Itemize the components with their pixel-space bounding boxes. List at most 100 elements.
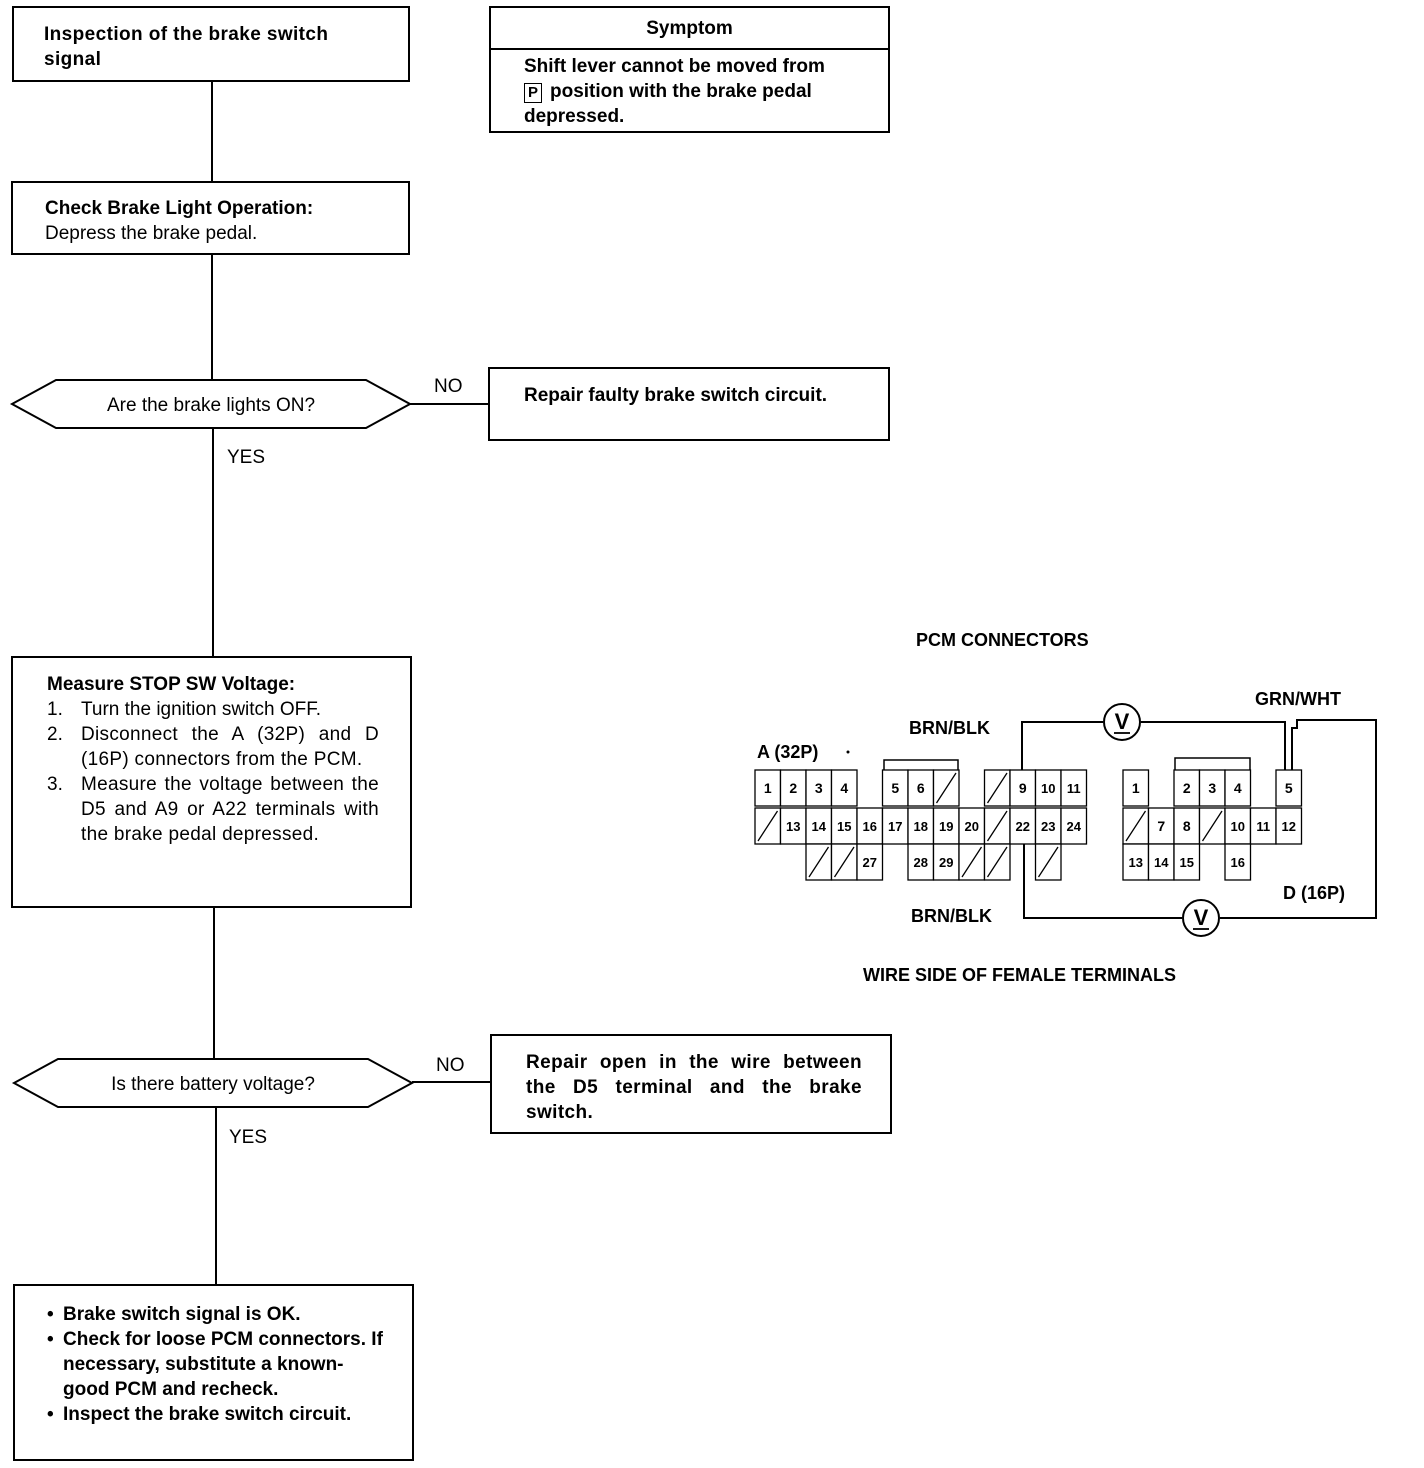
- measure-step-1: 1. Turn the ignition switch OFF.: [47, 699, 322, 720]
- decision-shape-1: [9, 379, 413, 429]
- conn-d-pin-4: 4: [1224, 769, 1252, 807]
- conn-a-pin-17: 17: [881, 807, 909, 845]
- svg-text:5: 5: [1285, 780, 1293, 796]
- conn-a-blocked-slot: [983, 769, 1011, 807]
- svg-text:3: 3: [815, 780, 823, 796]
- start-box-text: Inspection of the brake switch signal: [44, 24, 329, 70]
- wire-label-top-right: GRN/WHT: [1255, 689, 1341, 709]
- conn-d-pin-1: 1: [1122, 769, 1150, 807]
- svg-text:16: 16: [863, 819, 877, 834]
- conn-a-label: A (32P): [757, 742, 819, 762]
- repair-open-wire-box: Repair open in the wire between the D5 t…: [490, 1034, 892, 1134]
- svg-text:24: 24: [1067, 819, 1082, 834]
- final-result-box: •Brake switch signal is OK. •Check for l…: [13, 1284, 414, 1461]
- conn-d-pin-2: 2: [1173, 769, 1201, 807]
- conn-d-label: D (16P): [1283, 883, 1346, 903]
- conn-a-blocked-slot: [958, 843, 986, 881]
- conn-d-pin-3: 3: [1198, 769, 1226, 807]
- svg-text:15: 15: [1180, 855, 1194, 870]
- measure-voltage-box: Measure STOP SW Voltage: 1. Turn the ign…: [11, 656, 412, 908]
- svg-text:V: V: [1115, 709, 1130, 734]
- conn-a-lock-tab: [883, 759, 959, 770]
- svg-text:1: 1: [1132, 780, 1140, 796]
- conn-a-pin-19: 19: [932, 807, 960, 845]
- conn-a-pin-9: 9: [1009, 769, 1037, 807]
- decision-shape-2: [11, 1058, 415, 1108]
- conn-d-pin-16: 16: [1224, 843, 1252, 881]
- svg-text:28: 28: [914, 855, 928, 870]
- svg-text:4: 4: [1234, 780, 1242, 796]
- conn-d-pin-15: 15: [1173, 843, 1201, 881]
- conn-a-pin-29: 29: [932, 843, 960, 881]
- svg-text:5: 5: [891, 780, 899, 796]
- measure-step-2: 2. Disconnect the A (32P) and D (16P) co…: [47, 724, 379, 770]
- conn-d-pin-14: 14: [1147, 843, 1175, 881]
- conn-a-pin-11: 11: [1060, 769, 1088, 807]
- conn-a-pin-22: 22: [1009, 807, 1037, 845]
- yes-label-1: YES: [227, 447, 266, 468]
- svg-text:13: 13: [1129, 855, 1143, 870]
- no-label-1: NO: [434, 376, 463, 397]
- p-position-key: P: [524, 83, 542, 103]
- conn-d-pin-8: 8: [1173, 807, 1201, 845]
- conn-a-blocked-slot: [983, 807, 1011, 845]
- conn-a-pin-27: 27: [856, 843, 884, 881]
- conn-d-lock-tab: [1174, 757, 1251, 770]
- voltmeter-top: V: [1103, 703, 1141, 741]
- svg-text:2: 2: [1183, 780, 1191, 796]
- conn-a-blocked-slot: [932, 769, 960, 807]
- conn-a-blocked-slot: [805, 843, 833, 881]
- svg-text:11: 11: [1067, 781, 1081, 796]
- svg-text:11: 11: [1256, 819, 1270, 834]
- conn-a-pin-18: 18: [907, 807, 935, 845]
- symptom-box: Symptom Shift lever cannot be moved from…: [489, 6, 890, 133]
- conn-a-pin-4: 4: [830, 769, 858, 807]
- repair-1-text: Repair faulty brake switch circuit.: [524, 385, 828, 406]
- svg-text:16: 16: [1231, 855, 1245, 870]
- pcm-connectors-title: PCM CONNECTORS: [916, 630, 1089, 650]
- wire-side-caption: WIRE SIDE OF FEMALE TERMINALS: [863, 965, 1176, 985]
- svg-text:6: 6: [917, 780, 925, 796]
- conn-a-pin-20: 20: [958, 807, 986, 845]
- svg-text:20: 20: [965, 819, 979, 834]
- conn-d-blocked-slot: [1122, 807, 1150, 845]
- conn-a-pin-14: 14: [805, 807, 833, 845]
- wire-label-bottom: BRN/BLK: [911, 906, 992, 926]
- yes-label-2: YES: [229, 1127, 268, 1148]
- conn-a-pin-2: 2: [779, 769, 807, 807]
- svg-text:17: 17: [888, 819, 902, 834]
- svg-text:23: 23: [1041, 819, 1055, 834]
- conn-a-pin-28: 28: [907, 843, 935, 881]
- conn-a-pin-16: 16: [856, 807, 884, 845]
- svg-text:27: 27: [863, 855, 877, 870]
- svg-text:V: V: [1194, 905, 1209, 930]
- svg-text:13: 13: [786, 819, 800, 834]
- svg-text:1: 1: [764, 780, 772, 796]
- svg-text:12: 12: [1282, 819, 1296, 834]
- svg-text:10: 10: [1231, 819, 1245, 834]
- symptom-line-3: depressed.: [524, 106, 625, 127]
- svg-text:3: 3: [1208, 780, 1216, 796]
- conn-d-pin-12: 12: [1275, 807, 1303, 845]
- repair-2-text: Repair open in the wire between the D5 t…: [526, 1052, 862, 1123]
- conn-a-pin-23: 23: [1034, 807, 1062, 845]
- svg-text:2: 2: [789, 780, 797, 796]
- conn-d-pin-10: 10: [1224, 807, 1252, 845]
- final-bullet-3: •Inspect the brake switch circuit.: [47, 1404, 352, 1425]
- no-label-2: NO: [436, 1055, 465, 1076]
- svg-text:9: 9: [1019, 780, 1027, 796]
- svg-text:14: 14: [812, 819, 827, 834]
- symptom-header-row: Symptom: [491, 8, 888, 50]
- svg-text:19: 19: [939, 819, 953, 834]
- stray-dot: [846, 750, 850, 754]
- conn-a-pin-10: 10: [1034, 769, 1062, 807]
- conn-a-blocked-slot: [1034, 843, 1062, 881]
- conn-d-pin-13: 13: [1122, 843, 1150, 881]
- conn-a-pin-1: 1: [754, 769, 782, 807]
- conn-a-pin-3: 3: [805, 769, 833, 807]
- svg-text:14: 14: [1154, 855, 1169, 870]
- symptom-header: Symptom: [646, 18, 733, 39]
